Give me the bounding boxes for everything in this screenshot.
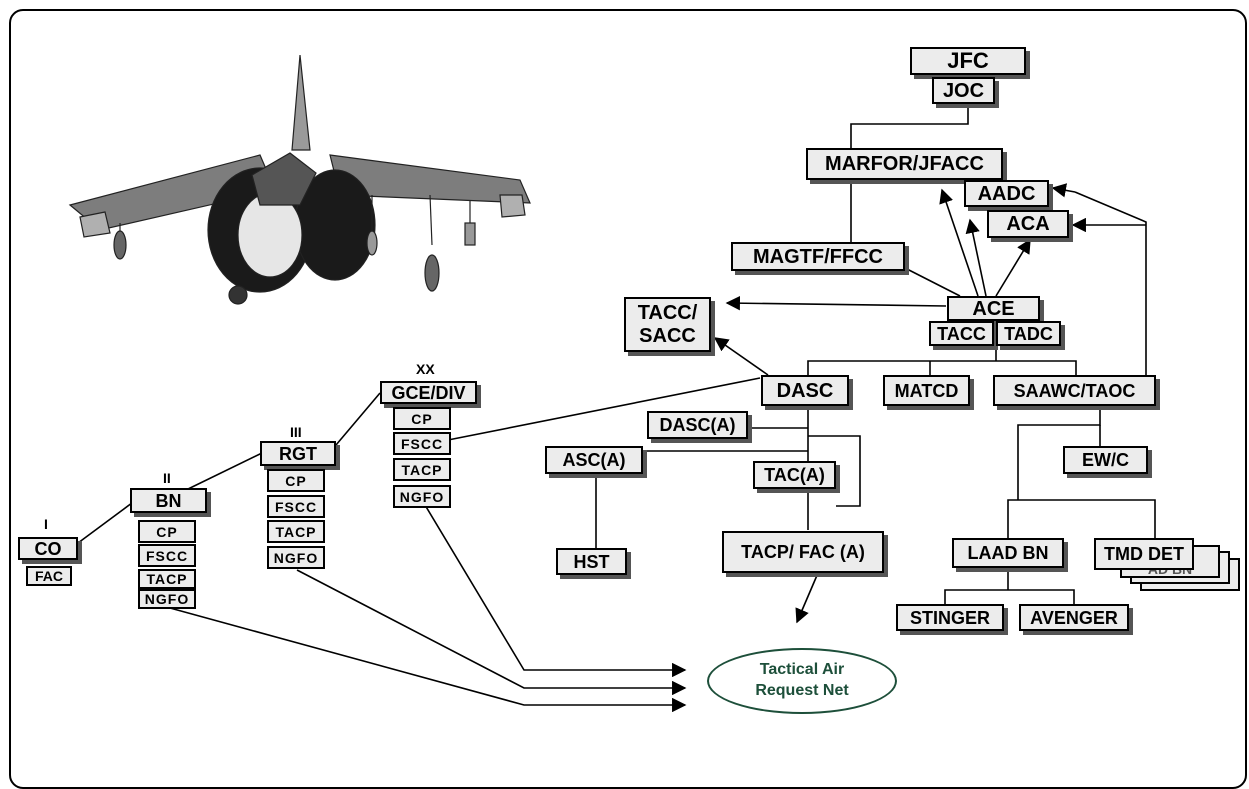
- ace-tacc-arrow: [725, 295, 947, 311]
- stinger-avenger-bus: [944, 589, 1075, 604]
- saawc-down-line: [1017, 406, 1101, 500]
- node-jfc: JFC: [910, 47, 1026, 75]
- node-dasc-a: DASC(A): [647, 411, 748, 439]
- node-tacc: TACC: [929, 321, 994, 346]
- node-rgt-ngfo: NGFO: [267, 546, 325, 569]
- node-gce-ngfo: NGFO: [393, 485, 451, 508]
- ace-aadc-arrow: [939, 188, 979, 297]
- node-co: CO: [18, 537, 78, 560]
- saawc-up-line: [1074, 191, 1147, 375]
- node-joc: JOC: [932, 77, 995, 104]
- node-rgt-fscc: FSCC: [267, 495, 325, 518]
- node-marfor: MARFOR/JFACC: [806, 148, 1003, 180]
- node-aca: ACA: [987, 210, 1069, 238]
- node-magtf: MAGTF/FFCC: [731, 242, 905, 271]
- ace-aca2-arrow: [995, 238, 1031, 297]
- node-bn-fscc: FSCC: [138, 544, 196, 567]
- connector-lines: [77, 104, 1156, 713]
- node-bn: BN: [130, 488, 207, 513]
- echelon-iii: III: [290, 424, 302, 440]
- tactical-air-request-net: Tactical Air Request Net: [707, 648, 897, 714]
- node-gce-tacp: TACP: [393, 458, 451, 481]
- echelon-i: I: [44, 516, 48, 532]
- node-fac: FAC: [26, 566, 72, 586]
- node-bn-tacp: TACP: [138, 569, 196, 589]
- node-tacc-sacc-line2: SACC: [639, 324, 696, 347]
- tacp-arrow: [795, 572, 819, 624]
- bn-net-line: [169, 607, 687, 713]
- rgt-gce-line: [335, 392, 381, 446]
- dasc-tacc-arrow: [713, 337, 769, 376]
- echelon-ii: II: [163, 470, 171, 486]
- node-tadc: TADC: [996, 321, 1061, 346]
- gce-net-line: [424, 504, 687, 678]
- node-ace: ACE: [947, 296, 1040, 321]
- node-tmd: TMD DET: [1094, 538, 1194, 570]
- harrier-jet-icon: [68, 55, 531, 305]
- node-tacc-sacc-line1: TACC/: [637, 301, 698, 324]
- co-bn-line: [77, 499, 137, 544]
- node-gce: GCE/DIV: [380, 381, 477, 404]
- loop-line: [808, 435, 861, 507]
- node-gce-fscc: FSCC: [393, 432, 451, 455]
- node-avenger: AVENGER: [1019, 604, 1129, 631]
- node-asc-a: ASC(A): [545, 446, 643, 474]
- node-matcd: MATCD: [883, 375, 970, 406]
- node-stinger: STINGER: [896, 604, 1004, 631]
- node-tac-a: TAC(A): [753, 461, 836, 489]
- node-saawc: SAAWC/TAOC: [993, 375, 1156, 406]
- node-rgt-cp: CP: [267, 469, 325, 492]
- rgt-net-line: [296, 569, 687, 696]
- node-rgt: RGT: [260, 441, 336, 466]
- net-line2: Request Net: [755, 682, 849, 699]
- bus-line: [807, 360, 1077, 375]
- bn-rgt-line: [185, 452, 263, 491]
- node-bn-cp: CP: [138, 520, 196, 543]
- magtf-ace-line: [904, 267, 961, 297]
- node-hst: HST: [556, 548, 627, 575]
- gce-dasc-line: [447, 377, 761, 441]
- node-tacp-fac: TACP/ FAC (A): [722, 531, 884, 573]
- node-rgt-tacp: TACP: [267, 520, 325, 543]
- joc-marfor-line: [850, 104, 969, 148]
- node-dasc: DASC: [761, 375, 849, 406]
- ace-aca-arrow: [965, 218, 987, 297]
- saawc-aadc-arrow: [1051, 183, 1076, 198]
- node-gce-cp: CP: [393, 407, 451, 430]
- node-ewc: EW/C: [1063, 446, 1148, 474]
- laad-tmd-bus: [1007, 499, 1156, 538]
- echelon-xx: XX: [416, 361, 435, 377]
- node-laad: LAAD BN: [952, 538, 1064, 568]
- node-tacc-sacc: TACC/ SACC: [624, 297, 711, 352]
- node-bn-ngfo: NGFO: [138, 589, 196, 609]
- net-line1: Tactical Air: [759, 661, 845, 679]
- node-aadc: AADC: [964, 180, 1049, 207]
